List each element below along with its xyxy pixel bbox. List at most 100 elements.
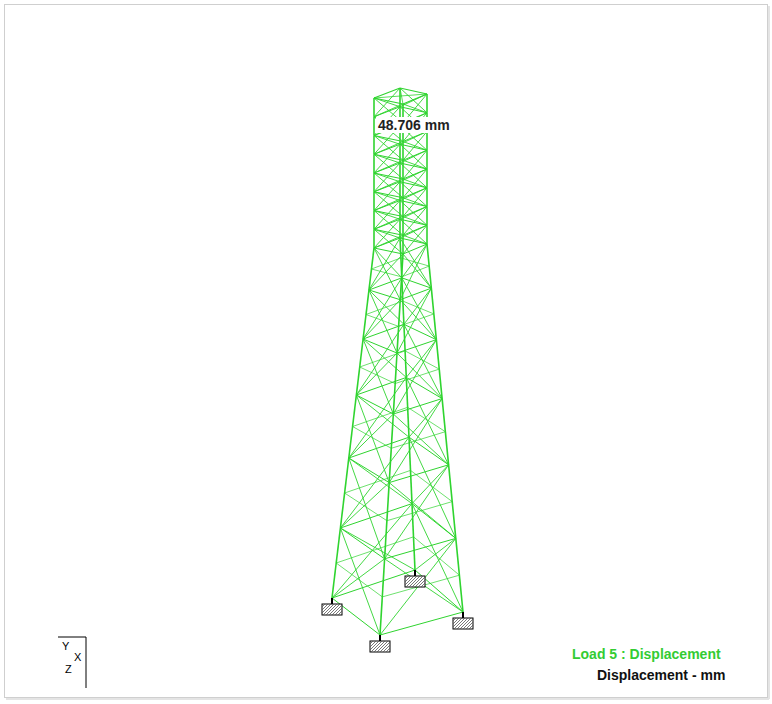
tower-member	[431, 288, 436, 340]
tower-member	[353, 427, 392, 449]
tower-member	[373, 229, 375, 248]
tower-member	[426, 188, 428, 207]
tower-member	[404, 324, 436, 339]
tower-member	[373, 154, 375, 173]
tower-member	[402, 266, 430, 277]
tower-member	[389, 414, 393, 483]
tower-member	[374, 182, 400, 211]
tower-member	[371, 641, 382, 652]
supports	[322, 570, 473, 652]
tower-member	[403, 198, 427, 207]
tower-member	[374, 641, 385, 652]
tower-member	[409, 399, 442, 438]
tower-member	[412, 576, 423, 587]
tower-member	[405, 576, 411, 582]
tower-member	[463, 619, 473, 629]
tower-member	[403, 217, 427, 226]
tower-member	[335, 608, 342, 615]
tower-member	[421, 583, 425, 587]
tower-member	[411, 470, 453, 501]
tower-member	[426, 94, 428, 113]
tower-member	[391, 432, 445, 449]
axis-label: Z	[65, 663, 72, 675]
tower-member	[338, 611, 342, 615]
tower-member	[460, 618, 471, 629]
tower-member	[360, 351, 405, 367]
tower-member	[366, 315, 399, 327]
tower-member	[462, 612, 464, 618]
tower-member	[412, 465, 449, 504]
fixed-support	[453, 618, 473, 629]
tower-member	[380, 538, 456, 635]
tower-member	[402, 142, 404, 161]
tower-member	[369, 278, 402, 290]
tower-member	[399, 163, 401, 182]
tower-member	[385, 559, 463, 612]
load-case-title: Load 5 : Displacement	[572, 646, 721, 662]
tower-member	[399, 201, 401, 220]
axis-label: X	[74, 651, 81, 663]
tower-member	[454, 618, 465, 629]
max-displacement: 48.706 mm	[376, 117, 452, 133]
frame-shadow	[768, 6, 770, 699]
tower-member	[404, 324, 442, 398]
tower-member	[426, 132, 428, 151]
tower-member	[403, 160, 427, 169]
tower-member	[466, 622, 473, 629]
tower-member	[383, 645, 390, 652]
tower-member	[400, 88, 427, 94]
tower-member	[374, 201, 400, 230]
tower-member	[340, 528, 380, 635]
tower-member	[374, 144, 400, 173]
tower-member	[322, 604, 328, 610]
tower-member	[374, 163, 400, 192]
tower-member	[403, 179, 427, 188]
tower-member	[414, 570, 416, 576]
tower-member	[402, 179, 404, 198]
tower-member	[373, 98, 375, 117]
tower-member	[349, 458, 385, 559]
tower-member	[331, 598, 333, 604]
tower-member	[400, 201, 427, 226]
tower-member	[385, 538, 456, 558]
tower-member	[374, 248, 400, 300]
tower-member	[340, 483, 389, 528]
tower-member	[402, 235, 404, 254]
tower-member	[369, 290, 397, 353]
tower-member	[418, 580, 425, 587]
tower-member	[415, 577, 425, 587]
tower-member	[322, 604, 325, 607]
tower-member	[404, 324, 406, 377]
tower-member	[400, 182, 427, 207]
tower-member	[403, 142, 427, 151]
tower-member	[356, 377, 406, 395]
axis-label: Y	[62, 640, 69, 652]
tower-member	[374, 88, 400, 117]
tower-member	[453, 618, 459, 624]
tower-member	[373, 117, 375, 136]
fixed-support	[322, 604, 342, 615]
tower-member	[400, 88, 427, 113]
tower-member	[356, 395, 393, 414]
tower-member	[400, 219, 427, 244]
tower-member	[453, 618, 456, 621]
tower-member	[457, 618, 468, 629]
tower-member	[349, 414, 394, 458]
tower-member	[332, 605, 342, 615]
tower-member	[336, 563, 382, 597]
tower-member	[399, 144, 401, 163]
fixed-support	[370, 641, 390, 652]
tower-member	[349, 458, 389, 483]
lattice-tower	[332, 88, 463, 635]
tower-member	[326, 604, 337, 615]
tower-member	[369, 238, 400, 290]
unit-caption: Displacement - mm	[597, 667, 725, 683]
tower-member	[345, 493, 387, 521]
tower-member	[370, 641, 376, 647]
tower-member	[373, 173, 375, 192]
tower-member	[412, 504, 463, 612]
tower-member	[377, 641, 388, 652]
tower-member	[373, 211, 375, 230]
tower-member	[402, 217, 404, 236]
